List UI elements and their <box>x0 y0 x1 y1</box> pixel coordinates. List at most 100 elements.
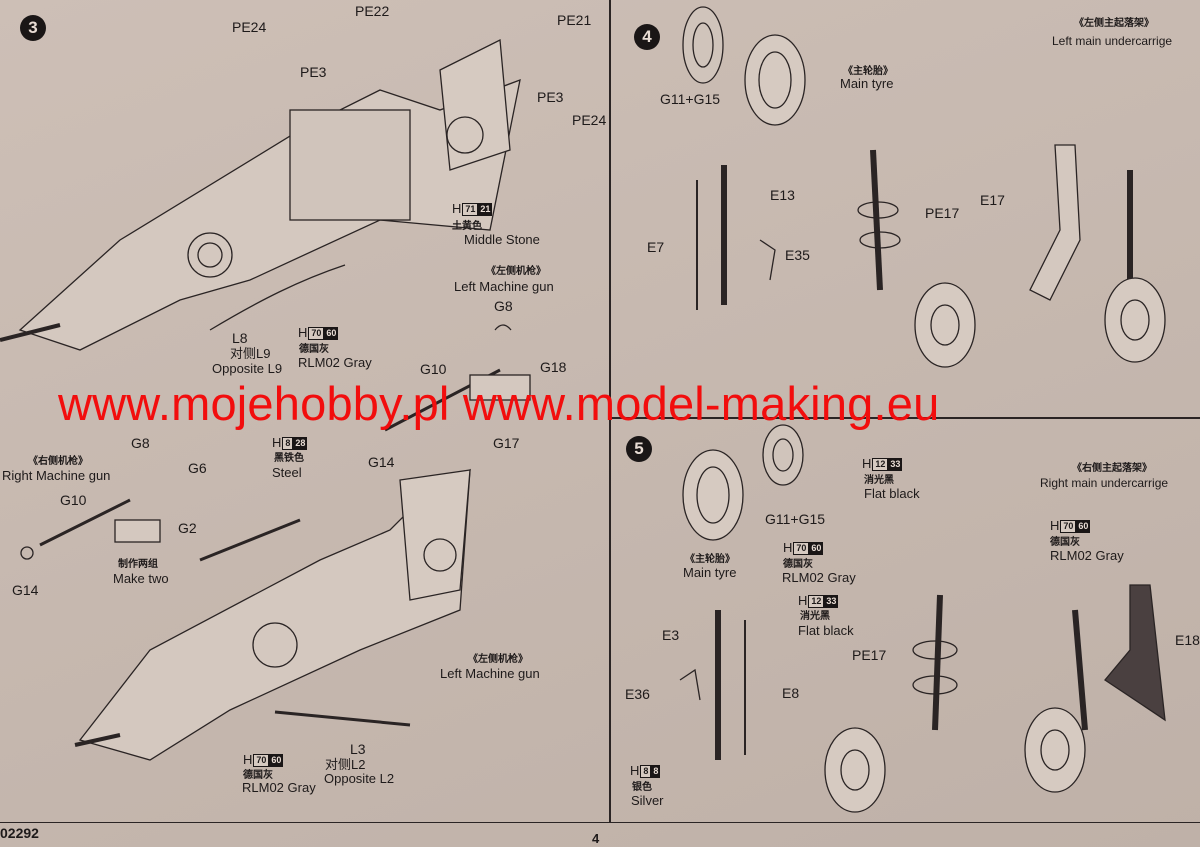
step4-title-cn: 《左侧主起落架》 <box>1074 18 1154 29</box>
paint-name-cn: 德国灰 <box>1050 537 1080 548</box>
page-number: 4 <box>592 831 600 846</box>
leg-5c <box>1024 584 1166 793</box>
right-mg-title-cn: 《右侧机枪》 <box>28 456 88 467</box>
part-label: PE17 <box>925 205 960 221</box>
paint-prefix: H <box>798 593 808 608</box>
part-label: G14 <box>368 454 395 470</box>
part-label: E35 <box>785 247 810 263</box>
leg-5b <box>824 594 958 813</box>
right-mg-title: Right Machine gun <box>2 468 111 483</box>
paint-code-b: 33 <box>824 594 839 608</box>
paint-prefix: H <box>243 752 253 767</box>
paint-code-b: 60 <box>809 541 824 555</box>
footer-line <box>0 822 1200 823</box>
opposite-label: Opposite L9 <box>212 361 283 376</box>
wheel-hub-4 <box>682 6 724 84</box>
paint-name-cn: 消光黑 <box>864 475 894 486</box>
paint-prefix: H <box>452 201 462 216</box>
leg-4c <box>1029 144 1166 363</box>
paint-code-a: 70 <box>1060 519 1077 533</box>
paint-prefix: H <box>298 325 308 340</box>
tyre-label-cn: 《主轮胎》 <box>685 554 735 565</box>
left-mg-title-cn: 《左侧机枪》 <box>486 266 546 277</box>
part-label: L3 <box>350 741 366 757</box>
opposite-label-cn: 对侧L9 <box>230 346 271 361</box>
engine-assembly-bottom <box>74 468 471 761</box>
tyre-label: Main tyre <box>840 76 894 91</box>
part-label: E3 <box>662 627 680 643</box>
paint-name-en: Steel <box>272 465 302 480</box>
paint-name-en: RLM02 Gray <box>1050 548 1124 563</box>
part-label: PE24 <box>572 112 607 128</box>
leg-5a <box>679 610 746 760</box>
paint-prefix: H <box>783 540 793 555</box>
left-mg-title: Left Machine gun <box>454 279 554 294</box>
part-label: PE22 <box>355 3 390 19</box>
paint-name-en: RLM02 Gray <box>782 570 856 585</box>
paint-code-b: 60 <box>1076 519 1091 533</box>
leg-4b <box>857 149 976 368</box>
opposite-label-cn: 对侧L2 <box>325 757 366 772</box>
paint-name-en: RLM02 Gray <box>298 355 372 370</box>
part-label: E18 <box>1175 632 1200 648</box>
paint-code-a: 12 <box>872 457 889 471</box>
paint-name-en: RLM02 Gray <box>242 780 316 795</box>
part-label: E8 <box>782 685 800 701</box>
opposite-label: Opposite L2 <box>324 771 395 786</box>
panel-divider-horizontal <box>611 417 1200 419</box>
part-label: G17 <box>493 435 520 451</box>
paint-name-cn: 黑铁色 <box>274 453 304 464</box>
part-label: E13 <box>770 187 795 203</box>
paint-code-b: 8 <box>651 764 661 778</box>
paint-code-b: 28 <box>293 436 308 450</box>
part-label: G8 <box>494 298 513 314</box>
paint-name-cn: 德国灰 <box>783 559 813 570</box>
left-mg-title: Left Machine gun <box>440 666 540 681</box>
paint-name-en: Silver <box>631 793 664 808</box>
step5-title-cn: 《右侧主起落架》 <box>1072 463 1152 474</box>
paint-code-b: 33 <box>888 457 903 471</box>
paint-code-a: 8 <box>282 436 294 450</box>
part-label: G11+G15 <box>765 511 826 527</box>
part-label: G10 <box>60 492 87 508</box>
paint-code-a: 12 <box>808 594 825 608</box>
paint-name-en: Flat black <box>798 623 854 638</box>
tyre-label-cn: 《主轮胎》 <box>843 66 893 77</box>
part-label: E7 <box>647 239 665 255</box>
part-label: PE3 <box>537 89 564 105</box>
part-label: G2 <box>178 520 197 536</box>
paint-code-b: 60 <box>269 753 284 767</box>
paint-name-en: Middle Stone <box>464 232 540 247</box>
part-label: PE3 <box>300 64 327 80</box>
paint-code-a: 70 <box>308 326 325 340</box>
product-code: 02292 <box>0 825 39 841</box>
tyre-5 <box>682 449 744 541</box>
make-two-label: Make two <box>113 571 169 586</box>
machine-gun-right <box>20 498 161 560</box>
paint-name-cn: 土黄色 <box>452 221 482 232</box>
make-two-cn: 制作两组 <box>118 559 158 570</box>
part-label: PE24 <box>232 19 267 35</box>
paint-code-a: 70 <box>253 753 270 767</box>
part-label: L8 <box>232 330 248 346</box>
part-label: G18 <box>540 359 567 375</box>
step-number-5: 5 <box>626 436 652 462</box>
machine-gun-top <box>384 324 531 432</box>
step5-title: Right main undercarrige <box>1040 476 1169 490</box>
watermark-text: www.mojehobby.pl www.model-making.eu <box>58 377 940 430</box>
paint-name-en: Flat black <box>864 486 920 501</box>
paint-code-a: 8 <box>640 764 652 778</box>
part-label: G10 <box>420 361 447 377</box>
part-label: G6 <box>188 460 207 476</box>
left-mg-title-cn: 《左侧机枪》 <box>468 654 528 665</box>
paint-prefix: H <box>862 456 872 471</box>
